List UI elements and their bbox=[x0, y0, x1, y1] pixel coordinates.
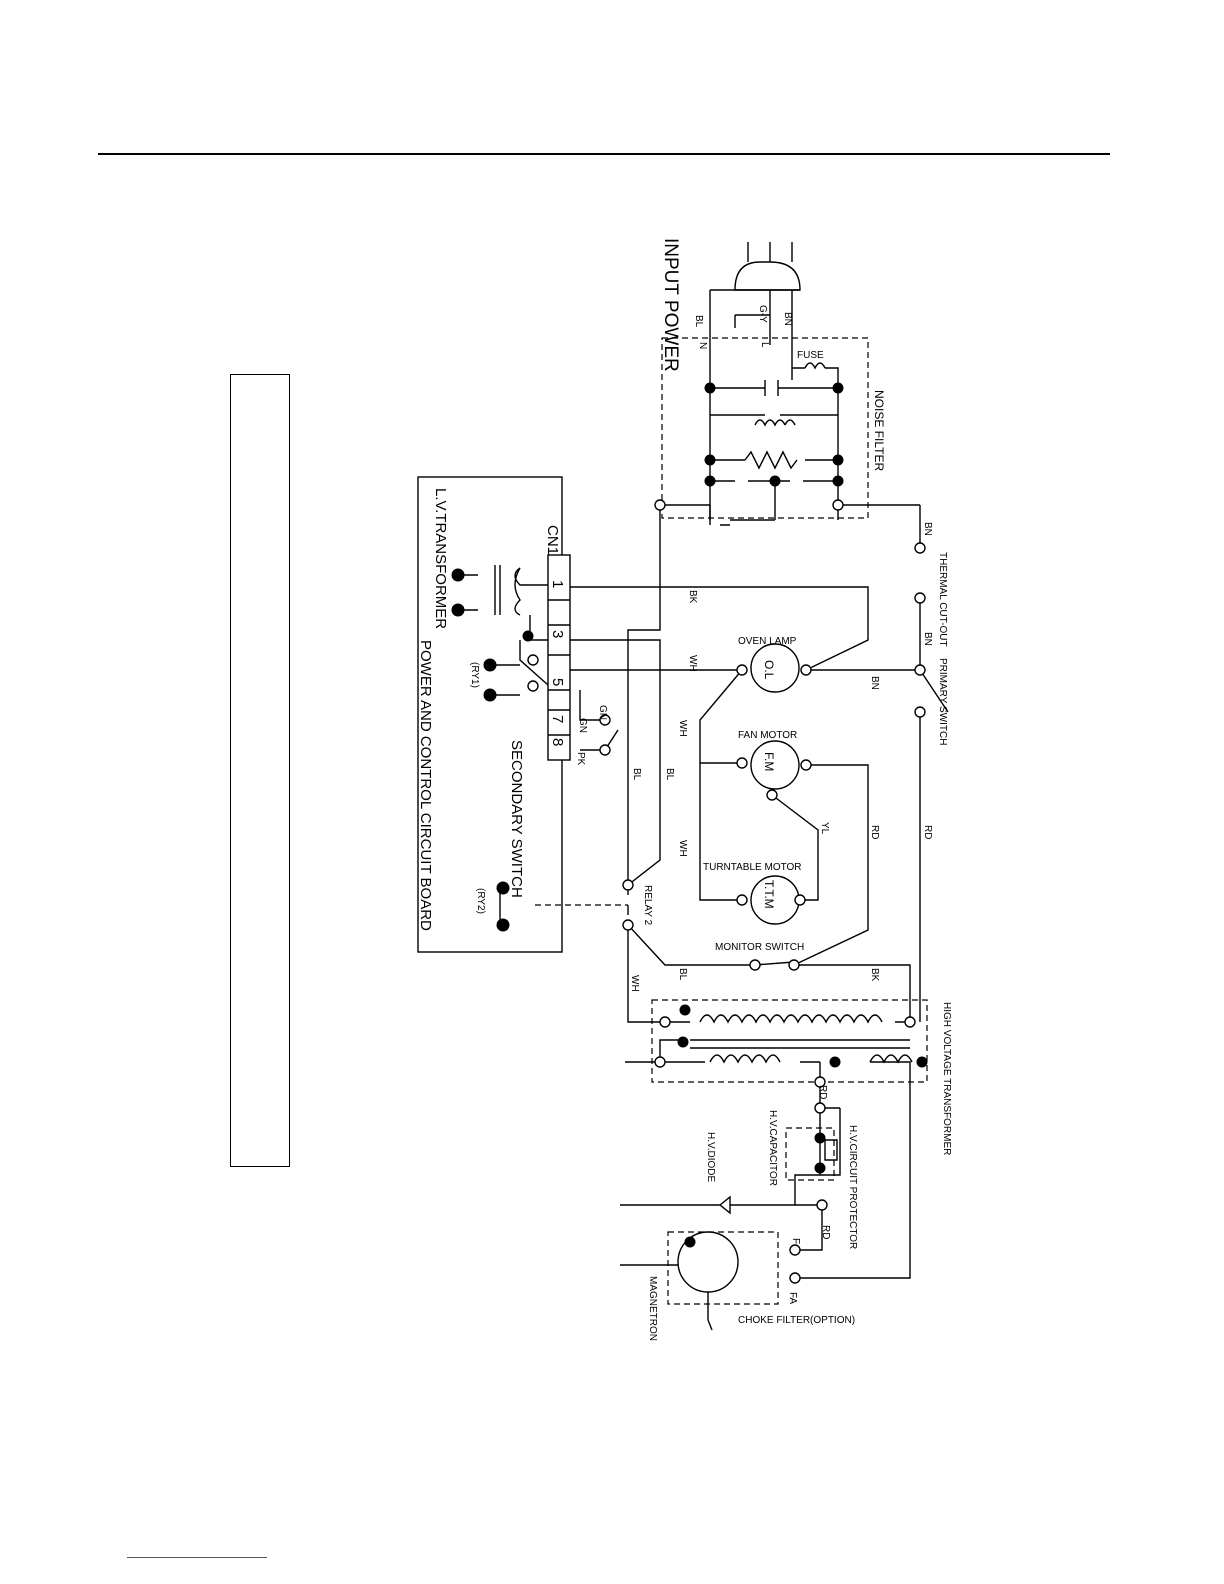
turntable-motor-symbol-text: T.T.M bbox=[762, 880, 776, 909]
footer-link-underline[interactable] bbox=[127, 1557, 267, 1558]
fan-motor-symbol bbox=[750, 740, 800, 790]
noise-capacitor bbox=[764, 380, 779, 396]
wire-label: RD bbox=[820, 1225, 831, 1239]
wire-label: BL bbox=[693, 315, 704, 328]
control-board-label: POWER AND CONTROL CIRCUIT BOARD bbox=[417, 640, 434, 931]
hv-capacitor-symbol bbox=[824, 1139, 838, 1161]
hv-diode-label: H.V.DIODE bbox=[705, 1132, 716, 1183]
oven-lamp-symbol-text: O.L bbox=[762, 660, 776, 680]
side-panel-box bbox=[230, 374, 290, 1167]
wire-label: BN bbox=[869, 676, 880, 690]
terminal-fa-label: FA bbox=[787, 1292, 798, 1305]
hv-transformer-box bbox=[651, 999, 928, 1083]
noise-filter-label: NOISE FILTER bbox=[872, 390, 886, 471]
hv-capacitor-box bbox=[785, 1127, 835, 1181]
wire-label: BL bbox=[631, 768, 642, 781]
noise-choke bbox=[754, 419, 796, 427]
wire-label: BK bbox=[869, 968, 880, 982]
hv-diode-symbol bbox=[718, 1195, 731, 1215]
cn1-pin3: 3 bbox=[549, 630, 566, 638]
wire-label: WH bbox=[677, 840, 688, 857]
terminal-n-label: N bbox=[697, 342, 708, 349]
relay2-label: RELAY 2 bbox=[642, 885, 653, 926]
noise-filter-box bbox=[661, 337, 869, 519]
monitor-switch-label: MONITOR SWITCH bbox=[715, 942, 804, 953]
wire-label: RD bbox=[869, 825, 880, 839]
lv-transformer-label: L.V.TRANSFORMER bbox=[432, 488, 449, 629]
hv-capacitor-label: H.V.CAPACITOR bbox=[767, 1110, 778, 1186]
choke-filter-label: CHOKE FILTER(OPTION) bbox=[738, 1315, 855, 1326]
terminals bbox=[451, 382, 928, 1284]
fuse-symbol bbox=[804, 362, 826, 370]
wire-label: YL bbox=[819, 822, 830, 835]
terminal-f-label: F bbox=[790, 1238, 801, 1244]
noise-resistor bbox=[744, 450, 798, 470]
wire-color-labels: BL G-Y BN BN BN BN BK WH WH WH BL BL GN … bbox=[575, 305, 933, 1239]
secondary-winding bbox=[709, 1054, 781, 1064]
wire-label: GN bbox=[597, 705, 608, 720]
choke-filter-box bbox=[667, 1231, 779, 1305]
wires bbox=[570, 242, 949, 1331]
top-rule bbox=[98, 153, 1110, 155]
wire-label: BL bbox=[664, 768, 675, 781]
wire-label: PK bbox=[575, 752, 586, 766]
filament-winding bbox=[869, 1054, 913, 1064]
labels: INPUT POWER NOISE FILTER FUSE THERMAL CU… bbox=[417, 238, 952, 1341]
wire-label: BK bbox=[687, 590, 698, 604]
hv-circuit-protector-label: H.V.CIRCUIT PROTECTOR bbox=[847, 1125, 858, 1249]
oven-lamp-symbol bbox=[750, 643, 800, 693]
cn1-pin7: 7 bbox=[549, 715, 566, 723]
components bbox=[677, 362, 913, 1293]
secondary-switch-label: SECONDARY SWITCH bbox=[508, 740, 525, 898]
fan-motor-label: FAN MOTOR bbox=[738, 730, 797, 741]
terminal-l-label: L bbox=[759, 342, 770, 348]
cn1-connector bbox=[547, 554, 571, 761]
ry1-label: (RY1) bbox=[469, 662, 480, 688]
primary-switch-label: PRIMARY SWITCH bbox=[937, 658, 948, 745]
thermal-cut-out-label: THERMAL CUT-OUT bbox=[937, 552, 948, 647]
wire-label: G-Y bbox=[757, 305, 768, 323]
input-power-label: INPUT POWER bbox=[660, 238, 681, 372]
magnetron-label: MAGNETRON bbox=[647, 1276, 658, 1341]
magnetron-symbol bbox=[677, 1231, 739, 1293]
cn1-pin8: 8 bbox=[549, 738, 566, 746]
wire-label: BN bbox=[922, 522, 933, 536]
hv-transformer-label: HIGH VOLTAGE TRANSFORMER bbox=[941, 1002, 952, 1155]
oven-lamp-label: OVEN LAMP bbox=[738, 636, 797, 647]
cn1-pin1: 1 bbox=[549, 580, 566, 588]
wire-label: WH bbox=[687, 655, 698, 672]
primary-winding bbox=[699, 1014, 883, 1024]
wire-label: BN bbox=[922, 632, 933, 646]
wire-label: RD bbox=[922, 825, 933, 839]
wire-label: BL bbox=[677, 968, 688, 981]
dashed-enclosures bbox=[535, 337, 928, 1305]
wire-label: GN bbox=[577, 718, 588, 733]
wire-label: BN bbox=[782, 312, 793, 326]
wire-label: WH bbox=[677, 720, 688, 737]
wire-label: RD bbox=[817, 1085, 828, 1099]
lv-transformer-symbol bbox=[460, 565, 619, 925]
ry2-label: (RY2) bbox=[475, 888, 486, 914]
cn1-pin5: 5 bbox=[549, 678, 566, 686]
fan-motor-symbol-text: F.M bbox=[762, 752, 776, 771]
cn1-label: CN1 bbox=[544, 525, 561, 555]
turntable-motor-label: TURNTABLE MOTOR bbox=[703, 862, 802, 873]
wire-label: WH bbox=[629, 975, 640, 992]
fuse-label: FUSE bbox=[797, 350, 824, 361]
